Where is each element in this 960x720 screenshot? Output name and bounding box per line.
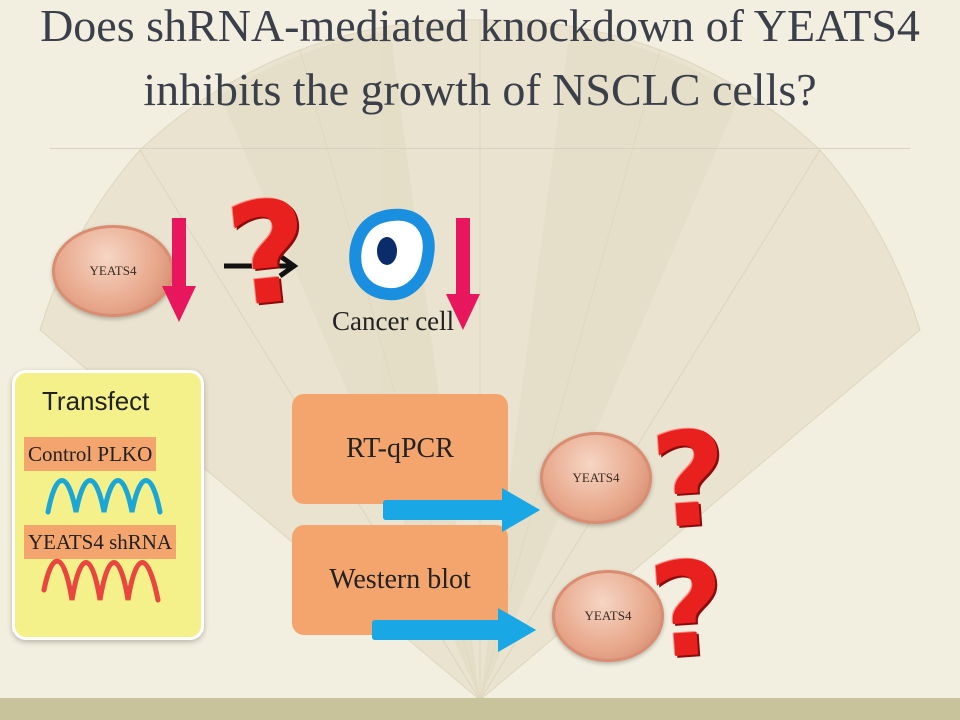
title-divider xyxy=(50,148,910,149)
shrna-wave-icon xyxy=(41,558,161,603)
yeats4-label-western: YEATS4 xyxy=(584,608,632,623)
rtqpcr-box: RT-qPCR xyxy=(292,394,508,504)
question-mark-icon-western: ? xyxy=(644,531,731,689)
yeats4-ball-rtqpcr: YEATS4 xyxy=(540,432,652,524)
control-wave-icon xyxy=(45,478,163,515)
yeats4-ball-western: YEATS4 xyxy=(552,570,664,662)
right-arrow-icon xyxy=(224,253,299,279)
blue-arrow-icon-western-front xyxy=(372,608,536,652)
western-blot-label: Western blot xyxy=(329,564,471,595)
cancer-cell-icon xyxy=(349,208,435,301)
blue-arrow-icon-rtqpcr-front xyxy=(383,488,540,532)
slide-title: Does shRNA-mediated knockdown of YEATS4 … xyxy=(40,0,920,115)
yeats4-label-rtqpcr: YEATS4 xyxy=(572,470,620,485)
western-blot-box: Western blot xyxy=(292,525,508,635)
rtqpcr-label: RT-qPCR xyxy=(346,433,454,464)
yeats4-shrna-label: YEATS4 shRNA xyxy=(24,525,177,559)
yeats4-ball-top: YEATS4 xyxy=(52,225,174,317)
down-arrow-icon-right xyxy=(446,218,480,330)
down-arrow-icon-left xyxy=(162,218,196,322)
transfect-title: Transfect xyxy=(42,386,150,416)
control-plko-label: Control PLKO xyxy=(24,437,157,471)
cancer-cell-label: Cancer cell xyxy=(332,306,455,336)
footer-band xyxy=(0,698,960,720)
yeats4-label-top: YEATS4 xyxy=(89,263,137,278)
